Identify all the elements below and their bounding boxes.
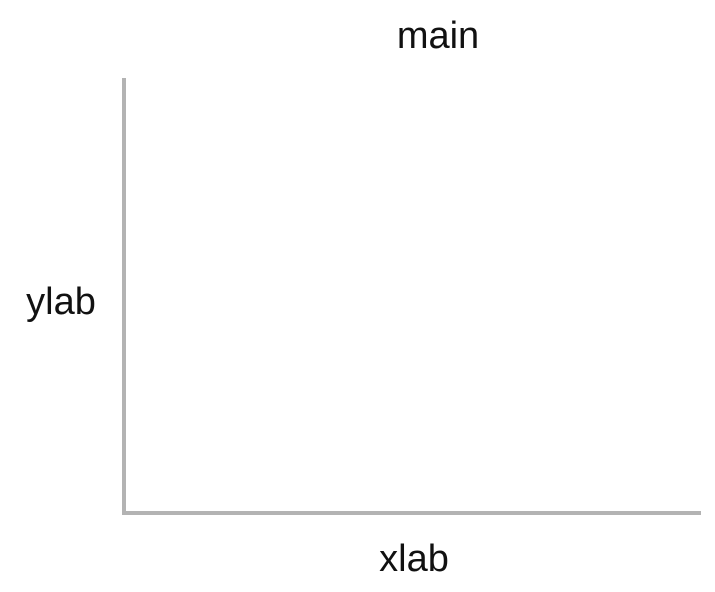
- x-axis-label: xlab: [379, 538, 449, 580]
- chart-title: main: [396, 15, 480, 57]
- y-axis-label: ylab: [26, 281, 96, 323]
